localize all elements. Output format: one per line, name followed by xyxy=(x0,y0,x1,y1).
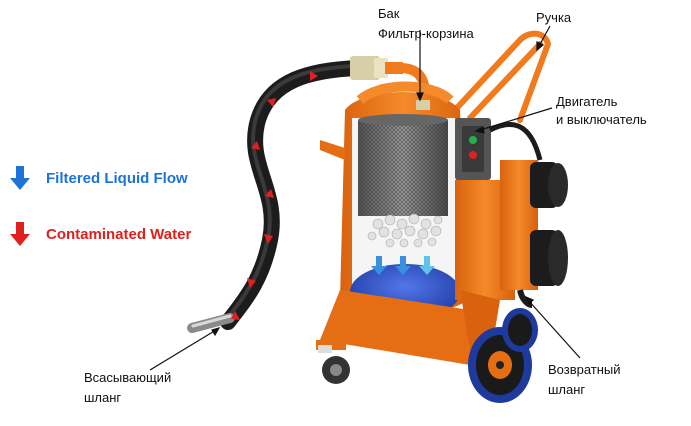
filter-basket-label: Фильтр-корзина xyxy=(378,26,474,41)
pump-motor xyxy=(500,160,568,290)
red-switch-icon xyxy=(469,151,477,159)
legend-blue-arrow-icon xyxy=(10,166,30,190)
legend-red-arrow-icon xyxy=(10,222,30,246)
return-hose-label-line2: шланг xyxy=(548,382,586,397)
contaminated-flow-arrows xyxy=(231,71,318,320)
motor-and-switch xyxy=(455,118,543,180)
green-switch-icon xyxy=(469,136,477,144)
filtered-flow-arrows xyxy=(371,256,435,275)
debris xyxy=(367,213,443,248)
front-caster xyxy=(316,340,350,384)
leader-lines xyxy=(149,25,581,371)
legend-filtered-label: Filtered Liquid Flow xyxy=(46,170,188,187)
return-hose-label-line1: Возвратный xyxy=(548,362,621,377)
suction-nozzle xyxy=(187,313,235,333)
handle xyxy=(452,30,551,123)
suction-hose-label-line1: Всасывающий xyxy=(84,370,172,385)
motor-label-line1: Двигатель xyxy=(556,94,618,109)
motor-label-line2: и выключатель xyxy=(556,112,647,127)
suction-hose xyxy=(220,60,366,330)
suction-hose-label-line2: шланг xyxy=(84,390,122,405)
tank xyxy=(340,81,468,320)
return-hose xyxy=(517,289,533,308)
handle-label: Ручка xyxy=(536,10,572,25)
hose-connector xyxy=(350,56,403,80)
legend-contaminated-label: Contaminated Water xyxy=(46,226,192,243)
tank-label: Бак xyxy=(378,6,400,21)
rear-wheel-2 xyxy=(502,308,538,352)
